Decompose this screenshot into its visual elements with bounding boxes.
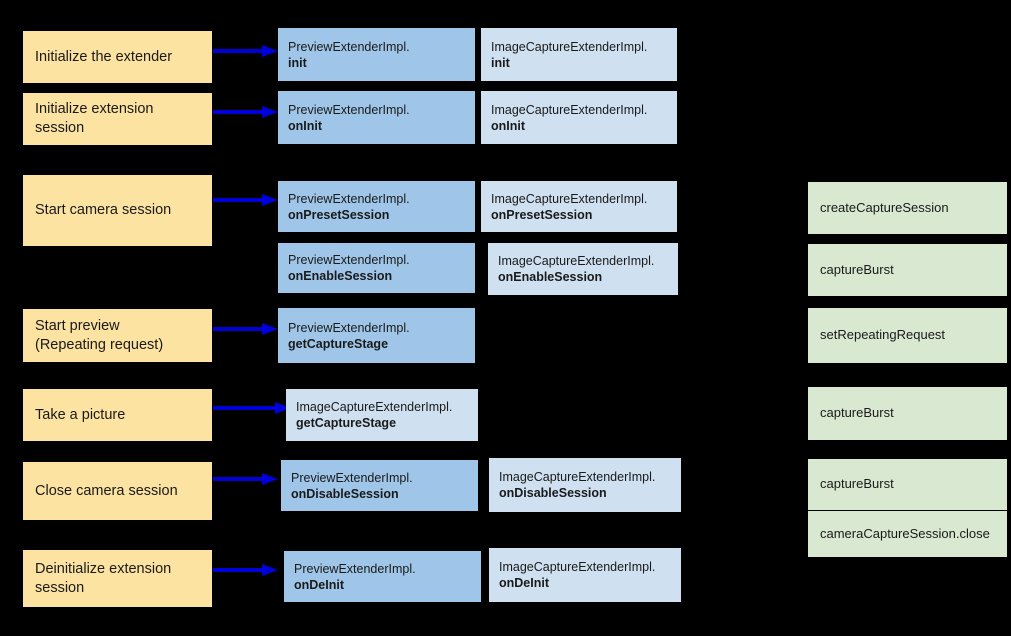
stage-box-start-preview[interactable]: Start preview (Repeating request) bbox=[23, 309, 212, 362]
flow-arrow-close-camera-session-icon bbox=[213, 473, 278, 485]
camera-call-label: setRepeatingRequest bbox=[820, 327, 946, 343]
stage-box-deinitialize-extension-session[interactable]: Deinitialize extension session bbox=[23, 550, 212, 607]
method-name-label: onPresetSession bbox=[288, 207, 390, 222]
api-box-preview-onenablesession[interactable]: PreviewExtenderImpl. onEnableSession bbox=[278, 243, 475, 293]
class-name-label: PreviewExtenderImpl. bbox=[288, 39, 410, 54]
stage-label: Start preview (Repeating request) bbox=[35, 317, 164, 353]
method-name-label: getCaptureStage bbox=[296, 416, 397, 430]
stage-box-close-camera-session[interactable]: Close camera session bbox=[23, 462, 212, 520]
class-name-label: PreviewExtenderImpl. bbox=[294, 561, 416, 576]
camera-box-camera-captureburst-1[interactable]: captureBurst bbox=[808, 244, 1007, 296]
stage-label: Deinitialize extension session bbox=[35, 560, 172, 596]
class-name-label: PreviewExtenderImpl. bbox=[288, 253, 410, 267]
method-name-label: onPresetSession bbox=[491, 207, 593, 222]
method-name-label: onDeInit bbox=[499, 576, 549, 590]
stage-box-init-extension-session[interactable]: Initialize extension session bbox=[23, 93, 212, 145]
camera-box-camera-cameracapturesessionclose[interactable]: cameraCaptureSession.close bbox=[808, 511, 1007, 557]
class-name-label: PreviewExtenderImpl. bbox=[288, 102, 410, 117]
class-name-label: ImageCaptureExtenderImpl. bbox=[491, 39, 648, 54]
api-box-preview-ondeinit[interactable]: PreviewExtenderImpl.onDeInit bbox=[284, 551, 481, 602]
stage-label: Initialize extension session bbox=[35, 101, 154, 136]
method-name-label: onInit bbox=[491, 118, 526, 133]
class-name-label: ImageCaptureExtenderImpl. bbox=[499, 560, 656, 574]
class-name-label: ImageCaptureExtenderImpl. bbox=[296, 400, 453, 414]
method-name-label: init bbox=[491, 55, 510, 70]
flow-arrow-start-camera-session-icon bbox=[213, 194, 278, 206]
flow-arrow-start-preview-icon bbox=[213, 323, 278, 335]
class-name-label: ImageCaptureExtenderImpl. bbox=[491, 102, 648, 117]
stage-box-take-a-picture[interactable]: Take a picture bbox=[23, 389, 212, 441]
flow-arrow-init-extender-icon bbox=[213, 45, 278, 57]
flow-arrow-init-extension-session-icon bbox=[213, 106, 278, 118]
camera-box-camera-setrepeatingrequest[interactable]: setRepeatingRequest bbox=[808, 308, 1007, 363]
camera-call-label: captureBurst bbox=[820, 261, 894, 277]
stage-label: Take a picture bbox=[35, 406, 126, 423]
api-box-preview-ondisablesession[interactable]: PreviewExtenderImpl.onDisableSession bbox=[281, 460, 478, 511]
api-box-preview-onpresetsession[interactable]: PreviewExtenderImpl.onPresetSession bbox=[278, 181, 475, 232]
camera-call-label: createCaptureSession bbox=[820, 199, 949, 215]
class-name-label: PreviewExtenderImpl. bbox=[288, 191, 410, 206]
stage-label: Start camera session bbox=[35, 202, 172, 219]
api-box-imagecapture-getcapturestage[interactable]: ImageCaptureExtenderImpl. getCaptureStage bbox=[286, 389, 478, 441]
method-name-label: onDisableSession bbox=[291, 486, 399, 501]
camera-call-label: captureBurst bbox=[820, 476, 894, 492]
camera-call-label: captureBurst bbox=[820, 405, 894, 421]
api-box-imagecapture-onenablesession[interactable]: ImageCaptureExtenderImpl. onEnableSession bbox=[488, 243, 678, 295]
stage-box-start-camera-session[interactable]: Start camera session bbox=[23, 175, 212, 246]
api-box-imagecapture-ondeinit[interactable]: ImageCaptureExtenderImpl. onDeInit bbox=[489, 548, 681, 602]
flow-arrow-deinitialize-extension-session-icon bbox=[213, 564, 278, 576]
flow-arrow-take-a-picture-icon bbox=[213, 402, 291, 414]
method-name-label: onDeInit bbox=[294, 577, 344, 592]
camera-box-camera-createcapturesession[interactable]: createCaptureSession bbox=[808, 182, 1007, 234]
api-box-preview-getcapturestage[interactable]: PreviewExtenderImpl.getCaptureStage bbox=[278, 308, 475, 363]
camera-box-camera-captureburst-3[interactable]: captureBurst bbox=[808, 459, 1007, 510]
api-box-preview-oninit[interactable]: PreviewExtenderImpl.onInit bbox=[278, 91, 475, 144]
class-name-label: PreviewExtenderImpl. bbox=[288, 320, 410, 335]
api-box-imagecapture-oninit[interactable]: ImageCaptureExtenderImpl.onInit bbox=[481, 91, 677, 144]
method-name-label: onEnableSession bbox=[288, 269, 393, 283]
api-box-imagecapture-ondisablesession[interactable]: ImageCaptureExtenderImpl. onDisableSessio… bbox=[489, 458, 681, 512]
method-name-label: init bbox=[288, 55, 307, 70]
stage-label: Close camera session bbox=[35, 482, 178, 499]
camera-call-label: cameraCaptureSession.close bbox=[820, 525, 990, 541]
stage-label: Initialize the extender bbox=[35, 48, 173, 65]
api-box-imagecapture-init[interactable]: ImageCaptureExtenderImpl.init bbox=[481, 28, 677, 81]
method-name-label: onDisableSession bbox=[499, 486, 607, 500]
class-name-label: ImageCaptureExtenderImpl. bbox=[498, 254, 655, 268]
class-name-label: PreviewExtenderImpl. bbox=[291, 470, 413, 485]
method-name-label: getCaptureStage bbox=[288, 336, 389, 351]
method-name-label: onEnableSession bbox=[498, 270, 603, 284]
class-name-label: ImageCaptureExtenderImpl. bbox=[491, 191, 648, 206]
class-name-label: ImageCaptureExtenderImpl. bbox=[499, 470, 656, 484]
camera-box-camera-captureburst-2[interactable]: captureBurst bbox=[808, 387, 1007, 440]
stage-box-init-extender[interactable]: Initialize the extender bbox=[23, 31, 212, 83]
api-box-imagecapture-onpresetsession[interactable]: ImageCaptureExtenderImpl.onPresetSession bbox=[481, 181, 677, 232]
method-name-label: onInit bbox=[288, 118, 323, 133]
api-box-preview-init[interactable]: PreviewExtenderImpl.init bbox=[278, 28, 475, 81]
